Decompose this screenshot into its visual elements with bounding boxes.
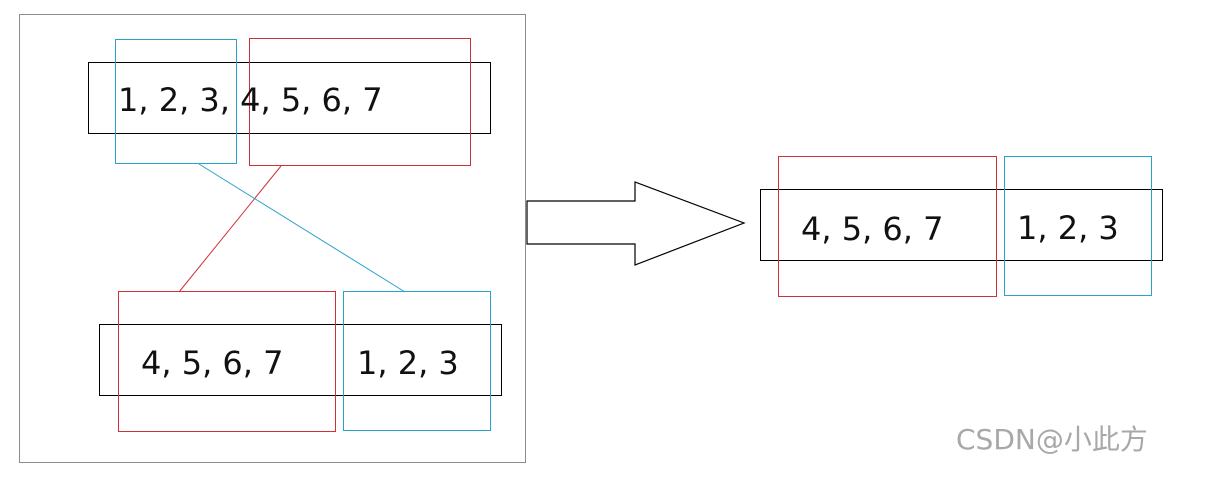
rotated-red-box	[118, 291, 336, 432]
watermark: CSDN@小此方	[956, 423, 1148, 456]
result-right-label: 1, 2, 3	[1017, 209, 1119, 247]
source-panel	[19, 14, 526, 463]
result-array-bar	[760, 189, 1163, 261]
original-array-label: 1, 2, 3, 4, 5, 6, 7	[118, 81, 383, 119]
original-array-bar	[88, 62, 491, 134]
result-blue-box	[1004, 156, 1152, 296]
rotated-right-label: 1, 2, 3	[357, 344, 459, 382]
rotated-blue-box	[343, 291, 491, 431]
rotated-array-bar	[99, 324, 502, 396]
rotated-left-label: 4, 5, 6, 7	[141, 344, 284, 382]
result-red-box	[778, 156, 997, 297]
result-left-label: 4, 5, 6, 7	[801, 210, 944, 248]
second-segment-box	[249, 38, 471, 166]
red-connector-line	[178, 165, 282, 293]
first-segment-box	[115, 39, 237, 164]
blue-connector-line	[198, 163, 406, 293]
